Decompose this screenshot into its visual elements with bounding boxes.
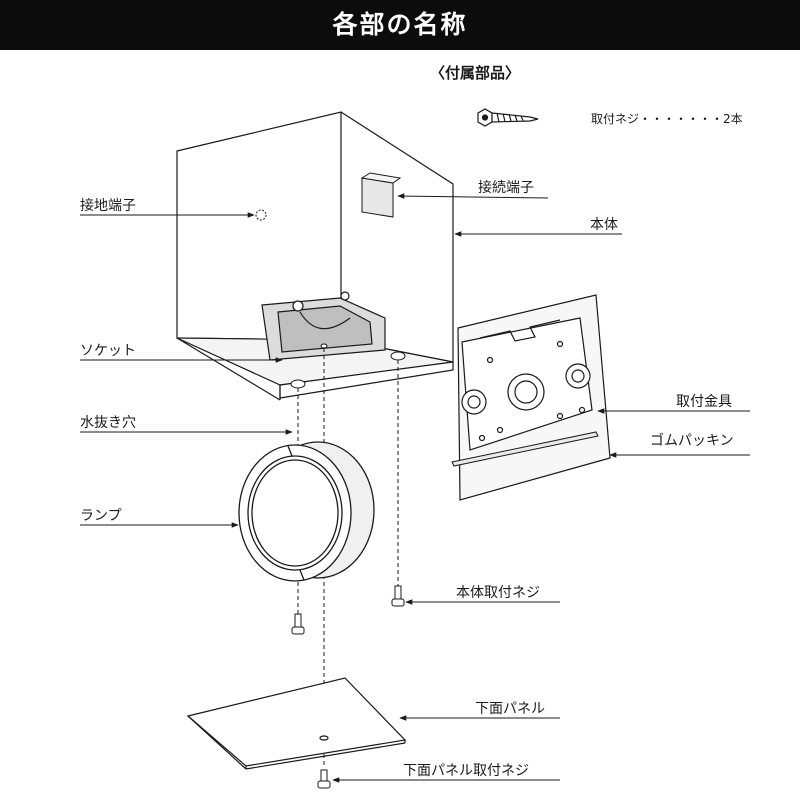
- page-title: 各部の名称: [332, 10, 468, 39]
- rubber-packing: [451, 431, 599, 467]
- body-label: 本体: [590, 217, 618, 233]
- bottom-panel-screw-label: 下面パネル取付ネジ: [403, 763, 529, 779]
- bottom-panel: [186, 677, 407, 770]
- connection-terminal-icon: [360, 172, 402, 218]
- lamp-label: ランプ: [80, 508, 122, 524]
- socket-label: ソケット: [80, 343, 136, 359]
- lamp-screw-icon: [291, 613, 305, 635]
- rubber-packing-label: ゴムパッキン: [650, 433, 734, 449]
- mount-bracket-label: 取付金具: [676, 394, 732, 410]
- lamp-unit: [238, 441, 375, 582]
- body-mount-screw-label: 本体取付ネジ: [456, 585, 540, 601]
- body-mount-screw-icon: [391, 585, 405, 607]
- body-housing: [176, 111, 454, 401]
- drain-hole-label: 水抜き穴: [80, 415, 136, 431]
- connection-terminal-label: 接続端子: [478, 180, 534, 196]
- accessory-screw-label: 取付ネジ・・・・・・・2本: [591, 112, 743, 126]
- mount-bracket: [457, 294, 611, 501]
- header-bar: [0, 0, 800, 50]
- bottom-panel-label: 下面パネル: [475, 701, 545, 717]
- ground-terminal-icon: [255, 209, 267, 221]
- bottom-panel-screw-icon: [317, 769, 331, 789]
- accessory-screw-icon: [477, 108, 539, 127]
- accessories-title: 〈付属部品〉: [430, 64, 521, 82]
- ground-terminal-label: 接地端子: [80, 198, 136, 214]
